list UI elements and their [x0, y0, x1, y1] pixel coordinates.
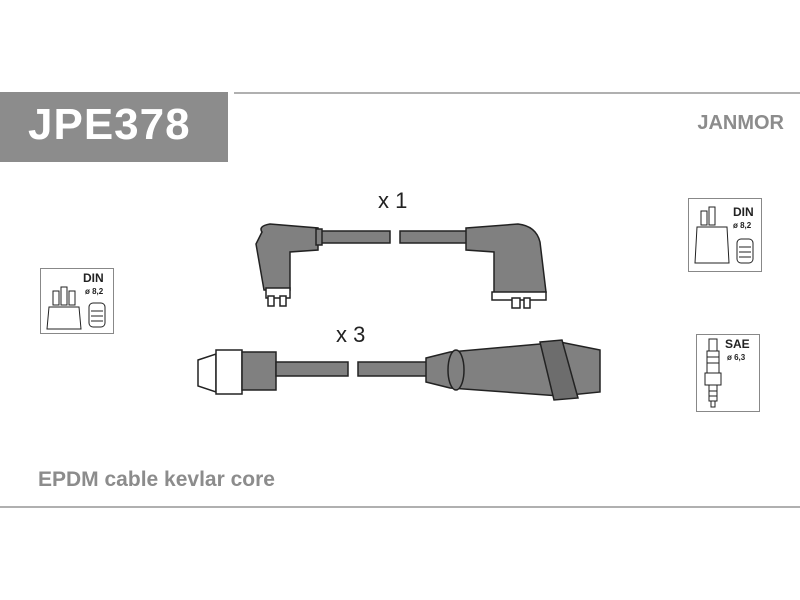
spec-standard: SAE — [725, 337, 750, 351]
spec-card-left-din: DIN ø 8,2 — [40, 268, 114, 334]
cable-quantity-1: x 1 — [378, 188, 408, 213]
cable-description: EPDM cable kevlar core — [38, 468, 275, 491]
spec-card-right-din: DIN ø 8,2 — [688, 198, 762, 272]
spark-plug-icon — [704, 338, 722, 408]
header-divider — [234, 92, 800, 94]
brand-name: JANMOR — [697, 112, 784, 134]
ignition-cable-triple — [197, 339, 601, 401]
distributor-cap-icon — [46, 286, 106, 330]
spec-diameter: ø 8,2 — [733, 221, 752, 230]
spec-diameter: ø 8,2 — [85, 287, 104, 296]
cable-quantity-2: x 3 — [336, 322, 366, 347]
product-code-banner — [0, 92, 228, 162]
spec-standard: DIN — [733, 205, 754, 219]
terminal-icon — [694, 206, 754, 264]
spec-diameter: ø 6,3 — [727, 353, 746, 362]
footer-divider — [0, 506, 800, 508]
ignition-cable-single — [255, 223, 547, 309]
spec-standard: DIN — [83, 271, 104, 285]
spec-card-right-sae: SAE ø 6,3 — [696, 334, 760, 412]
product-code: JPE378 — [28, 100, 191, 149]
